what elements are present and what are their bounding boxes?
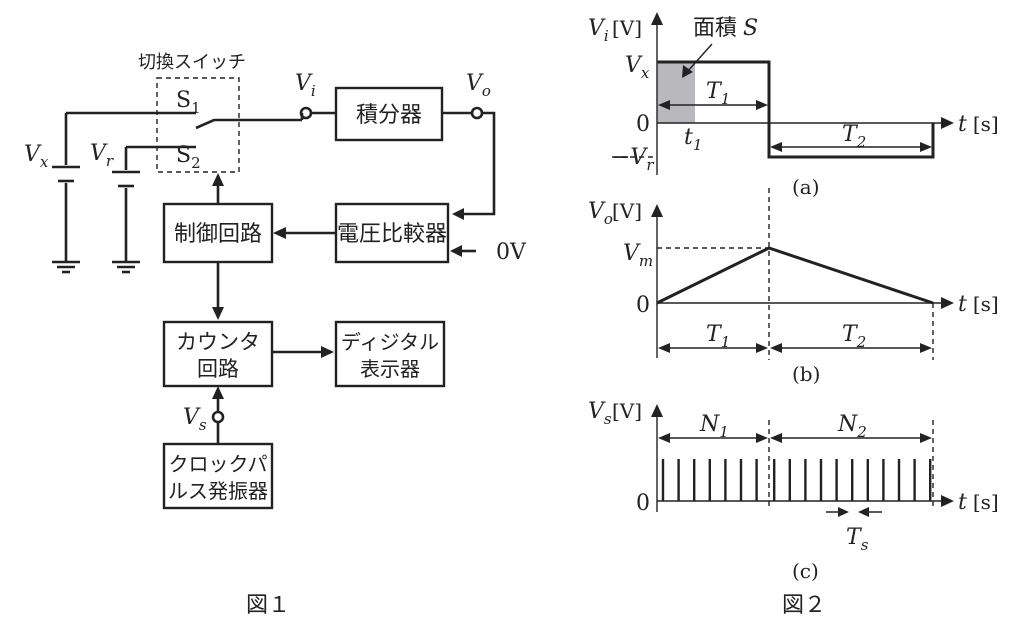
vo-axis-unit: [V] — [612, 199, 642, 223]
vs-arrow — [212, 386, 224, 399]
switch-title: 切換スイッチ — [138, 52, 246, 73]
comparator-box — [334, 202, 450, 264]
fig2c-t-arrow — [941, 495, 954, 507]
fig2a-y-arrow — [651, 12, 663, 25]
s2-label: S2 — [176, 143, 201, 172]
N2-dim-arrow-left — [770, 433, 782, 443]
T2-dim-arrow-left — [770, 142, 782, 152]
vo-terminal — [470, 106, 484, 120]
s1-label: S1 — [176, 88, 201, 117]
T1-dim-arrow-right — [756, 100, 768, 110]
zero-v-label: 0V — [496, 240, 527, 265]
fig2a-tag: (a) — [792, 175, 820, 199]
T1-dim-arrow-right-b — [756, 343, 768, 353]
T1-dim-arrow-left-b — [658, 343, 670, 353]
fig1-caption: 図１ — [246, 593, 290, 618]
vi-axis-unit: [V] — [612, 16, 642, 40]
vo-label: Vo — [466, 71, 491, 100]
area-pointer-arrow — [682, 65, 693, 78]
clock-box — [162, 442, 274, 510]
fig2c-vs-waveform: Vs [V] 0 N1 N2 Ts t[s] (c) — [588, 399, 999, 583]
switch-control-arrow — [212, 173, 224, 186]
neg-vr-label: −Vr — [612, 145, 654, 174]
counter-label-line1: カウンタ — [176, 330, 260, 354]
ts-right-arrow — [858, 507, 869, 517]
T2-label-a: T2 — [842, 122, 866, 151]
fig2b-t-arrow — [941, 297, 954, 309]
switch-blade — [195, 118, 302, 130]
zero-v-arrow — [450, 245, 462, 257]
vs-label: Vs — [183, 405, 207, 434]
T1-label-b: T1 — [706, 322, 730, 351]
N1-dim-arrow-right — [756, 433, 768, 443]
fig2a-t-arrow — [941, 117, 954, 129]
fig2c-y-arrow — [651, 404, 663, 417]
N1-label: N1 — [699, 412, 729, 441]
vx-ground-icon — [52, 260, 80, 274]
vo-to-comparator-wire — [462, 111, 496, 216]
vx-source-label: Vx — [24, 142, 49, 171]
vs-axis-unit: [V] — [612, 399, 642, 423]
T2-dim-arrow-right — [920, 142, 932, 152]
N2-label: N2 — [837, 412, 867, 441]
vi-label: Vi — [295, 71, 316, 100]
fig2c-t-label: t[s] — [958, 490, 999, 515]
fig2c-tag: (c) — [792, 559, 819, 583]
fig2c-zero: 0 — [636, 491, 650, 516]
N2-dim-arrow-right — [920, 433, 932, 443]
control-label: 制御回路 — [174, 222, 262, 247]
area-pointer-line — [686, 43, 713, 73]
vi-signal — [657, 60, 935, 159]
vr-ground-icon — [112, 260, 140, 274]
fig2b-zero: 0 — [636, 293, 650, 318]
T2-dim-arrow-left-b — [770, 343, 782, 353]
fig2a-zero: 0 — [636, 112, 650, 137]
T2-label-b: T2 — [842, 322, 866, 351]
T1-label-a: T1 — [706, 79, 730, 108]
fig1-block-diagram: 切換スイッチ S1 S2 Vx Vr Vi — [24, 52, 527, 618]
display-in-arrow — [321, 346, 334, 358]
fig2b-vo-waveform: Vo [V] Vm 0 T1 T2 t[s] (b) — [588, 188, 999, 386]
fig2b-y-arrow — [651, 204, 663, 217]
display-box — [334, 320, 446, 388]
vx-level-label: Vx — [625, 53, 650, 82]
fig2b-tag: (b) — [792, 362, 820, 386]
counter-label-line2: 回路 — [197, 357, 239, 381]
vo-axis-label: Vo — [588, 199, 613, 228]
vm-label: Vm — [623, 241, 653, 270]
t1-small-label: t1 — [684, 125, 702, 154]
integrator-label: 積分器 — [356, 103, 422, 128]
vs-terminal — [211, 410, 225, 424]
vo-signal — [656, 246, 934, 305]
vi-axis-label: Vi — [588, 16, 609, 45]
comparator-label: 電圧比較器 — [337, 222, 447, 247]
switch-enclosure — [156, 77, 240, 173]
fig2b-t-label: t[s] — [958, 292, 999, 317]
control-in-arrow — [273, 227, 286, 239]
vr-source-label: Vr — [90, 141, 114, 170]
display-label-line1: ディジタル — [341, 330, 439, 354]
ts-label: Ts — [846, 525, 869, 554]
T1-dim-arrow-left — [658, 100, 670, 110]
clock-label-line2: ルス発振器 — [168, 479, 268, 503]
integrator-box — [334, 86, 444, 142]
fig2a-t-label: t[s] — [958, 112, 999, 137]
T2-dim-arrow-right-b — [920, 343, 932, 353]
counter-in-arrow — [212, 307, 224, 320]
comparator-in-arrow — [452, 208, 464, 220]
N1-dim-arrow-left — [658, 433, 670, 443]
fig2-caption: 図２ — [782, 593, 826, 618]
clock-label-line1: クロックパ — [169, 452, 268, 476]
display-label-line2: 表示器 — [360, 357, 420, 381]
clock-pulse-train — [661, 459, 932, 501]
vs-axis-label: Vs — [588, 399, 612, 428]
ts-left-arrow — [838, 507, 849, 517]
